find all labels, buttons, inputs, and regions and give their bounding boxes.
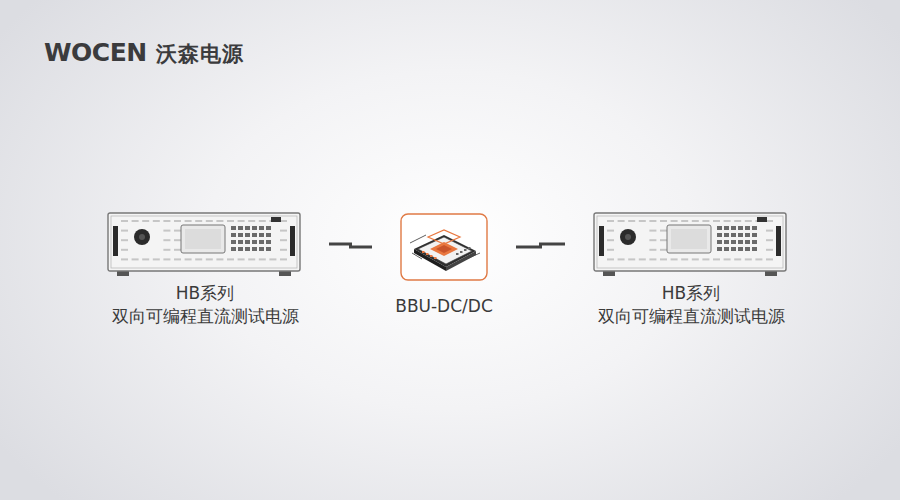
power-supply: HB系列双向可编程直流测试电源 (107, 212, 301, 276)
node-description: 双向可编程直流测试电源 (598, 305, 785, 327)
node-heading: HB系列 (662, 282, 720, 304)
node-description: 双向可编程直流测试电源 (112, 305, 299, 327)
power-supply-illustration (107, 212, 301, 276)
logo-chinese: 沃森电源 (156, 40, 244, 68)
node-heading: BBU-DC/DC (395, 295, 493, 317)
connector-line (516, 244, 565, 247)
node-heading: HB系列 (176, 282, 234, 304)
power-supply-illustration (593, 212, 787, 276)
logo-wordmark: WOCEN (44, 38, 147, 67)
dut-module: BBU-DC/DC (400, 213, 488, 281)
power-supply: HB系列双向可编程直流测试电源 (593, 212, 787, 276)
bbu-board-illustration (400, 213, 488, 281)
connector-line (329, 244, 372, 247)
